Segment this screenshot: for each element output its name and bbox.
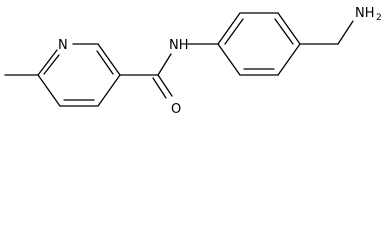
bond-carbonyl-nh: [157, 53, 172, 76]
bond-pyridine-c5-c6: [37, 74, 61, 107]
bond-benzene-a1-a2-inner: [224, 18, 244, 45]
bond-pyridine-c6-n1: [37, 49, 58, 76]
amine-subscript-label: 2: [376, 13, 382, 23]
bond-pyridine-c2-c3-inner: [96, 50, 114, 75]
molecule-structure: N NH O NH 2: [4, 6, 382, 117]
bond-pyridine-c6-n1-inner: [43, 54, 60, 75]
bond-pyridine-c2-c3: [97, 43, 121, 76]
amide-nh-label: NH: [169, 38, 189, 53]
amine-n-label: NH: [355, 6, 375, 21]
bond-carbonyl-double-2: [152, 77, 167, 99]
bond-benzene-a6-a1: [217, 43, 241, 76]
bond-pyridine-c3-c4: [97, 74, 121, 107]
bond-carbonyl-double-1: [157, 74, 173, 97]
bond-ch2-nh2: [337, 20, 354, 45]
bond-benzene-a3-a4: [277, 12, 301, 45]
ring-nitrogen-label: N: [58, 38, 68, 53]
bond-benzene-a3-a4-inner: [274, 18, 294, 45]
bond-benzene-a1-a2: [217, 12, 241, 45]
bond-benzene-a4-a5: [277, 43, 301, 76]
carbonyl-oxygen-label: O: [171, 102, 181, 117]
